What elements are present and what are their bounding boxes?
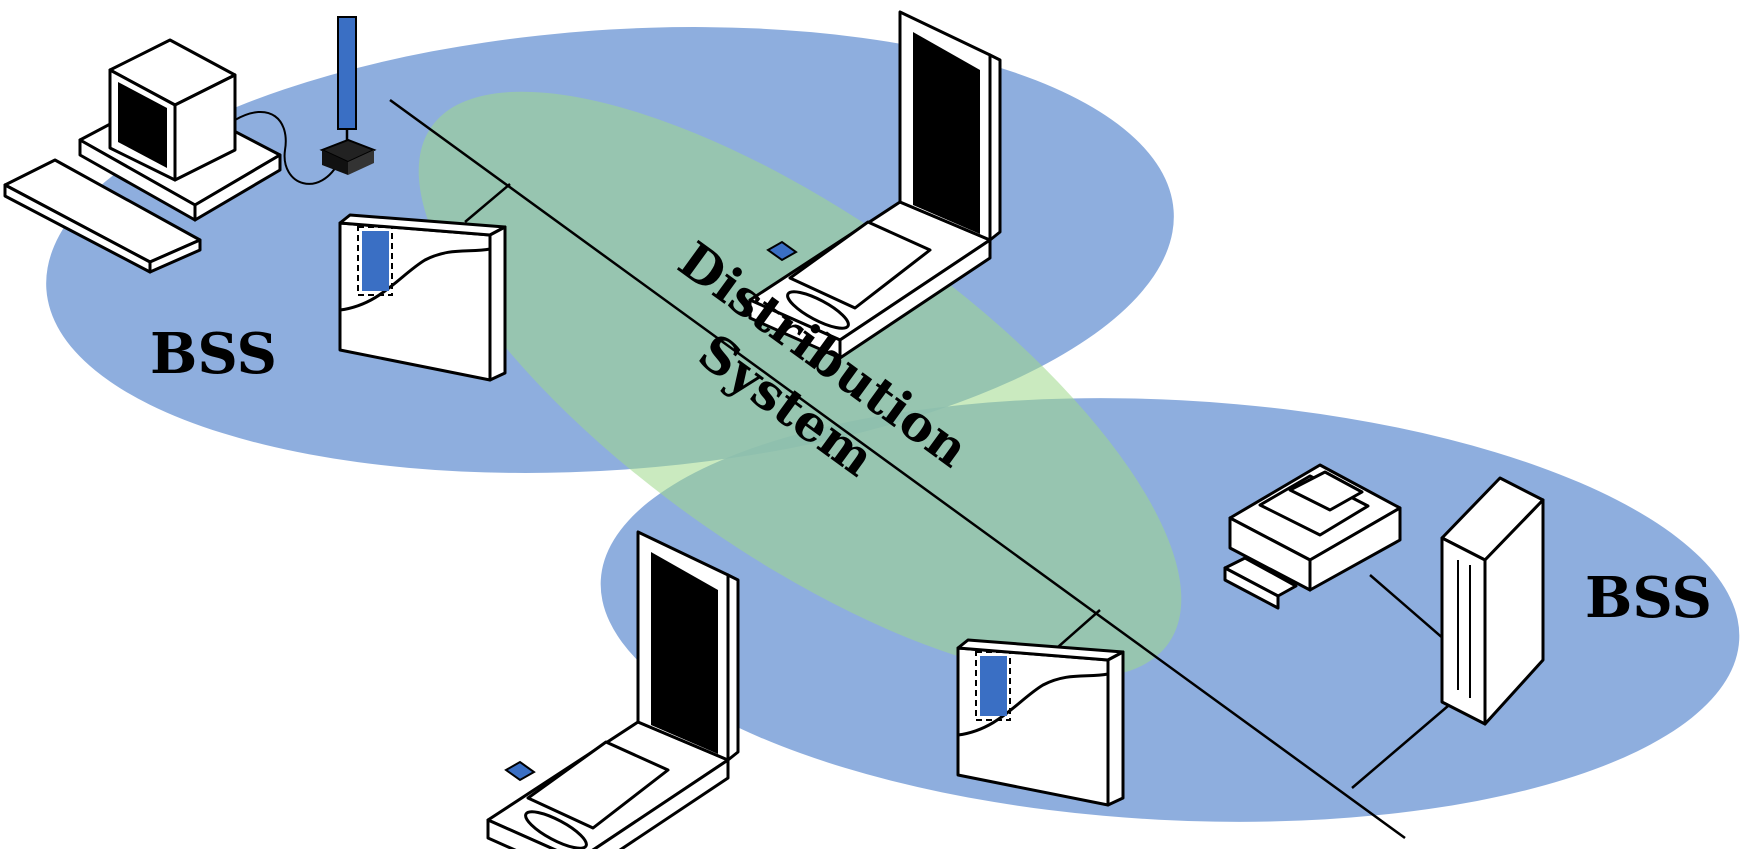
access-point-icon-left — [338, 213, 507, 382]
printer-icon — [1223, 463, 1402, 610]
bss-label-right: BSS — [1585, 565, 1712, 631]
access-point-icon-right — [956, 638, 1125, 807]
ap-left-link — [464, 183, 511, 223]
ap-right-link — [1057, 609, 1101, 648]
desktop-computer-icon — [3, 38, 341, 274]
server-tower-icon — [1440, 476, 1545, 726]
distribution-area — [418, 91, 1182, 679]
distribution-system-line — [389, 98, 1406, 840]
antenna-icon — [319, 16, 377, 175]
server-link — [1351, 699, 1456, 789]
bss-label-left: BSS — [150, 321, 277, 387]
printer-link — [1369, 574, 1446, 641]
